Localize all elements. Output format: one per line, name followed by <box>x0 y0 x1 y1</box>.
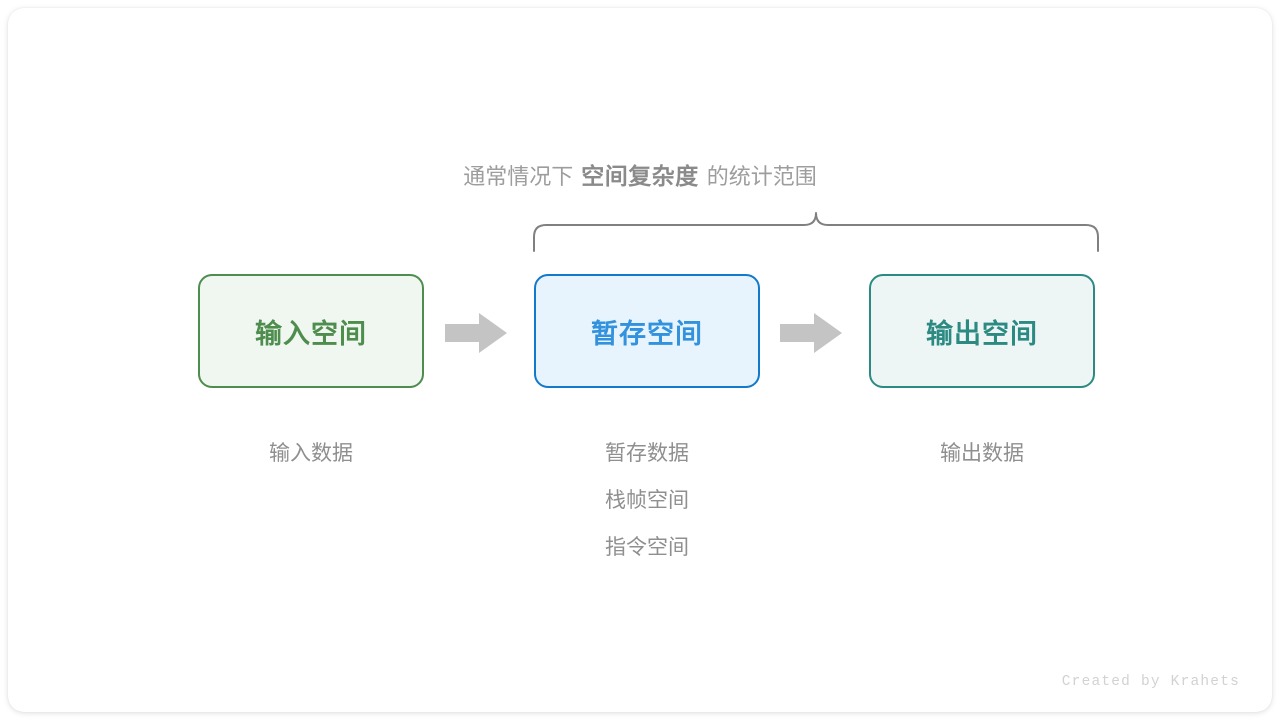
box-output-space[interactable]: 输出空间 <box>869 274 1095 388</box>
watermark-credit: Created by Krahets <box>1061 674 1240 690</box>
sublabel-temp-2: 指令空间 <box>605 536 689 559</box>
sublabel-output-0: 输出数据 <box>940 442 1024 465</box>
box-temp-space[interactable]: 暂存空间 <box>534 274 760 388</box>
caption-suffix: 的统计范围 <box>706 164 817 189</box>
diagram-caption: 通常情况下空间复杂度的统计范围 <box>8 158 1272 195</box>
sublabel-column-input: 输入数据 <box>198 430 424 477</box>
arrow-right-icon-temp-to-output <box>780 313 842 353</box>
sublabel-input-0: 输入数据 <box>269 442 353 465</box>
space-boxes-row: 输入空间 暂存空间 输出空间 <box>8 274 1272 390</box>
sublabel-temp-0: 暂存数据 <box>605 442 689 465</box>
box-input-space[interactable]: 输入空间 <box>198 274 424 388</box>
sublabel-column-temp: 暂存数据 栈帧空间 指令空间 <box>534 430 760 571</box>
box-output-space-label: 输出空间 <box>926 318 1038 349</box>
curly-brace <box>523 204 1109 260</box>
box-input-space-label: 输入空间 <box>255 318 367 349</box>
box-sublabels: 输入数据 暂存数据 栈帧空间 指令空间 输出数据 <box>8 430 1272 580</box>
arrow-right-icon-input-to-temp <box>445 313 507 353</box>
sublabel-column-output: 输出数据 <box>869 430 1095 477</box>
sublabel-temp-1: 栈帧空间 <box>605 489 689 512</box>
diagram-card: 通常情况下空间复杂度的统计范围 输入空间 暂存空间 输出空间 输入数据 <box>8 8 1272 712</box>
caption-emphasis: 空间复杂度 <box>581 163 699 189</box>
caption-prefix: 通常情况下 <box>463 164 574 189</box>
box-temp-space-label: 暂存空间 <box>591 318 703 349</box>
